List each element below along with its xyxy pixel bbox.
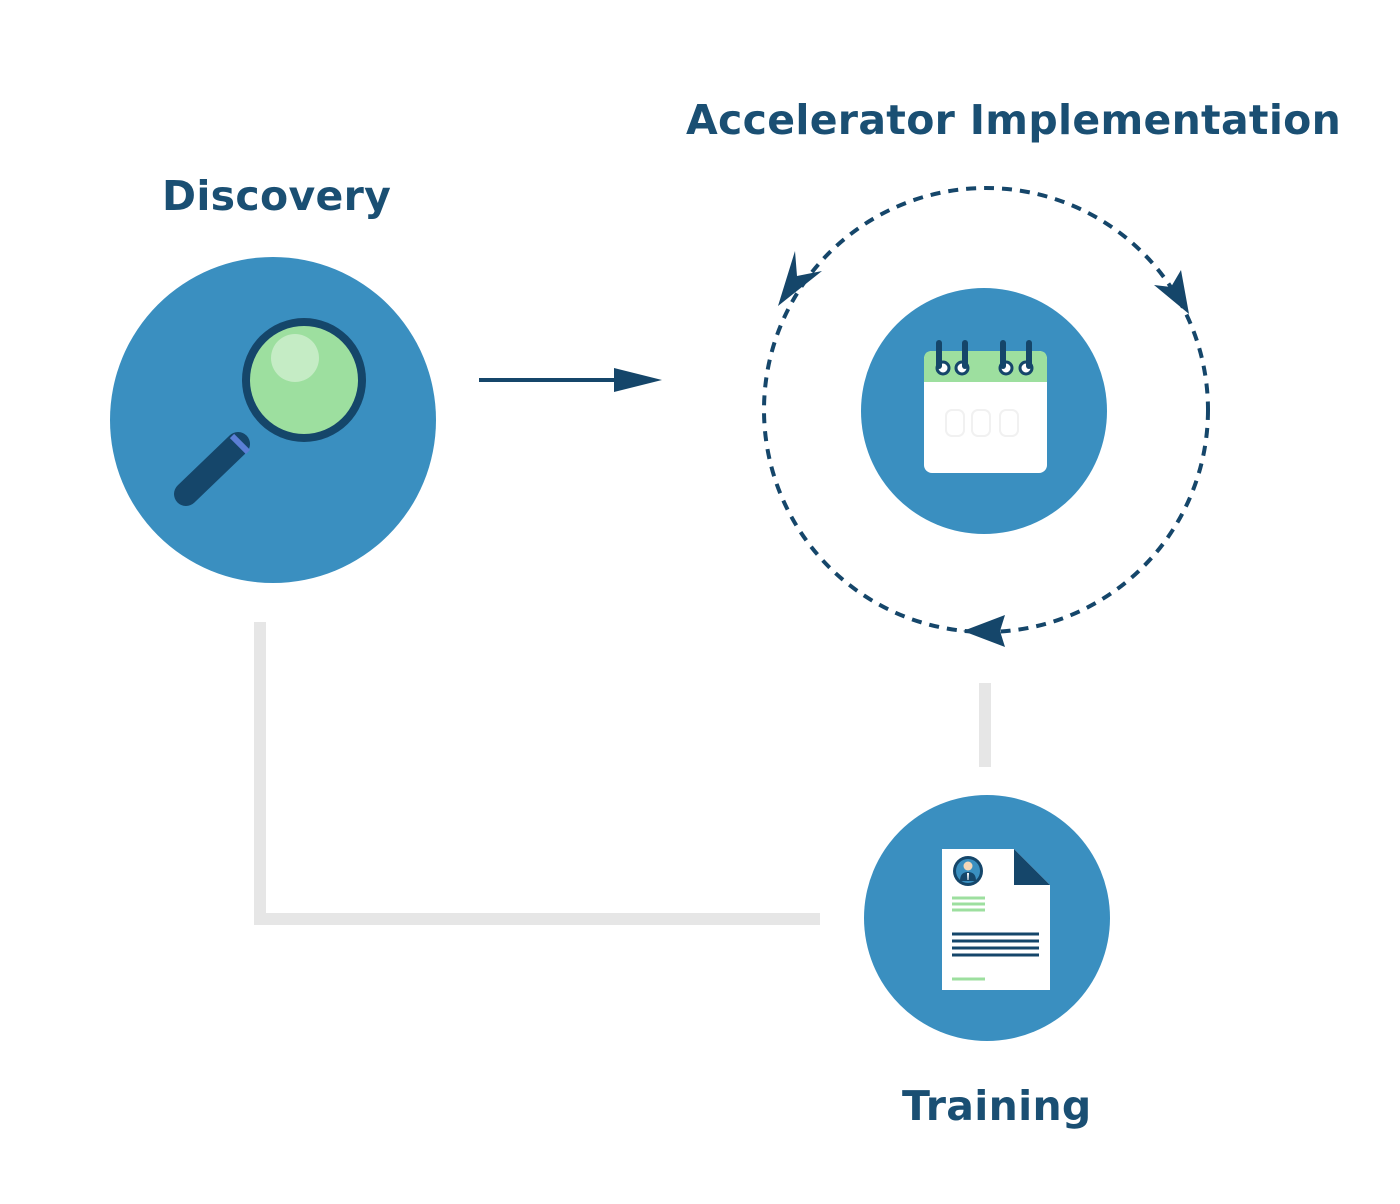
resume-navy-lines: [952, 932, 1039, 957]
accelerator-implementation-title: Accelerator Implementation: [686, 96, 1342, 144]
training-title: Training: [902, 1082, 1092, 1130]
calendar-faint-dates: [945, 409, 1019, 437]
discovery-node: [110, 257, 436, 583]
calendar-binders: [936, 340, 1032, 369]
arrow-discovery-to-accelerator: [479, 368, 662, 392]
resume-document-icon: [942, 849, 1050, 990]
resume-green-lines: [952, 896, 985, 981]
magnifying-glass-icon: [174, 318, 366, 506]
training-node: [864, 795, 1110, 1041]
connector-discovery-training: [254, 622, 820, 925]
discovery-title: Discovery: [162, 172, 392, 220]
avatar-icon: [953, 856, 983, 886]
calendar-icon: [924, 340, 1047, 473]
cycle-arrow-top-right: [1154, 270, 1189, 314]
dashed-cycle: [762, 186, 1210, 647]
cycle-arrow-top-left: [778, 251, 822, 306]
accelerator-node: [861, 288, 1107, 534]
cycle-arrow-bottom: [963, 615, 1005, 647]
